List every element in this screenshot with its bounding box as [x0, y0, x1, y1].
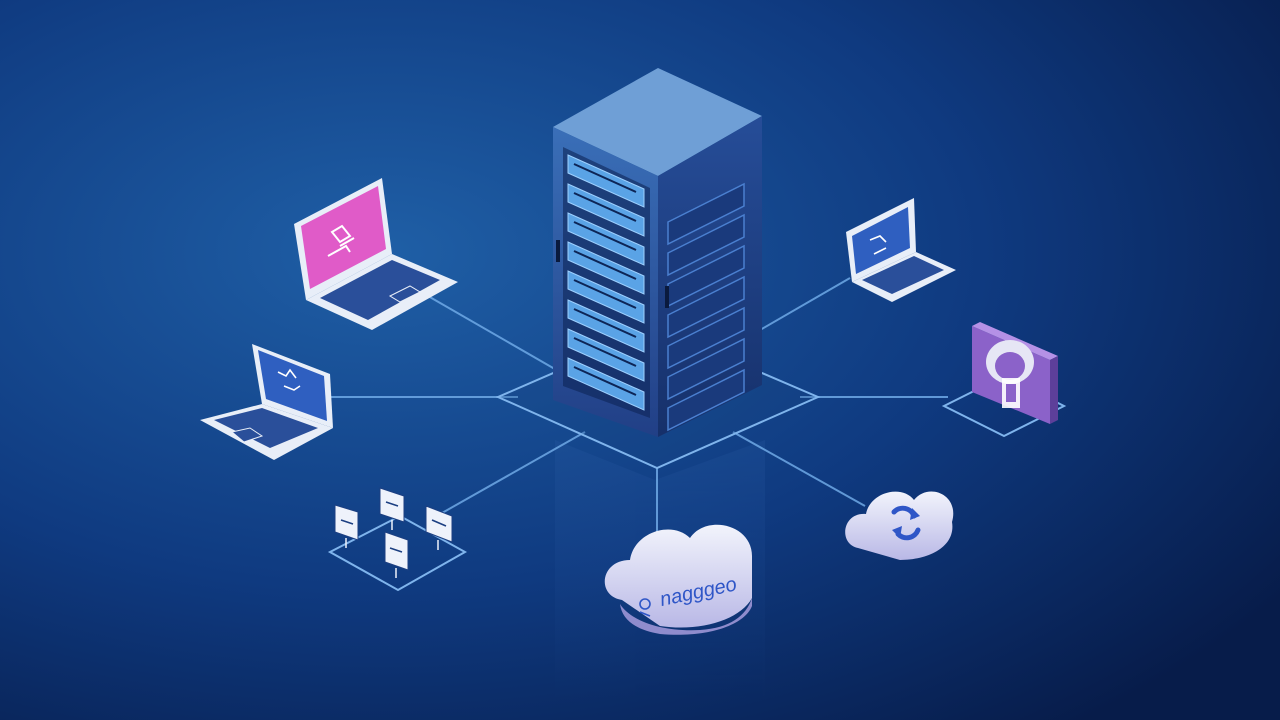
device-badge-icon — [941, 322, 1067, 438]
connector-line — [441, 431, 586, 514]
cloud-center-shape — [604, 524, 752, 628]
side-panel — [667, 275, 745, 339]
drive-bay — [567, 241, 645, 295]
laptop-magenta — [294, 178, 458, 330]
drive-bay-slot — [573, 192, 637, 222]
cloud-icon: nagggeo — [604, 524, 752, 635]
connector-line — [732, 431, 866, 507]
screen-glyph-icon — [327, 224, 355, 257]
laptop-left — [200, 344, 333, 460]
side-panel — [667, 306, 745, 370]
document-platform — [327, 514, 468, 592]
drive-bay — [567, 154, 645, 208]
drive-bay-slot — [573, 308, 637, 338]
server-side-panels — [667, 182, 745, 432]
drive-bay-slot — [573, 279, 637, 309]
side-panel — [667, 368, 745, 432]
drive-bay — [567, 357, 645, 411]
connector-lines — [328, 277, 948, 540]
connector-line — [427, 295, 561, 373]
screen-glyph-icon — [277, 368, 301, 391]
side-panel — [667, 182, 745, 246]
document-cluster — [327, 487, 468, 592]
drive-bay-slot — [573, 250, 637, 280]
drive-bay-slot — [573, 366, 637, 396]
drive-bay — [567, 328, 645, 382]
connector-line — [759, 277, 851, 331]
drive-bay-slot — [573, 337, 637, 367]
screen-glyph-icon — [869, 235, 887, 255]
laptop-right — [846, 198, 956, 302]
drive-bay-slot — [573, 163, 637, 193]
cloud-sync-icon — [845, 491, 954, 560]
server-drive-bays — [567, 154, 645, 411]
server-top — [553, 68, 762, 176]
laptop-screen-blue — [852, 207, 910, 274]
drive-bay — [567, 270, 645, 324]
drive-bay — [567, 212, 645, 266]
server-rack-icon — [553, 68, 762, 437]
drive-bay-slot — [573, 221, 637, 251]
side-panel — [667, 337, 745, 401]
laptop-screen-blue — [258, 350, 327, 421]
side-panel — [667, 213, 745, 277]
drive-bay — [567, 183, 645, 237]
laptop-screen-magenta — [301, 186, 386, 289]
drive-bay — [567, 299, 645, 353]
